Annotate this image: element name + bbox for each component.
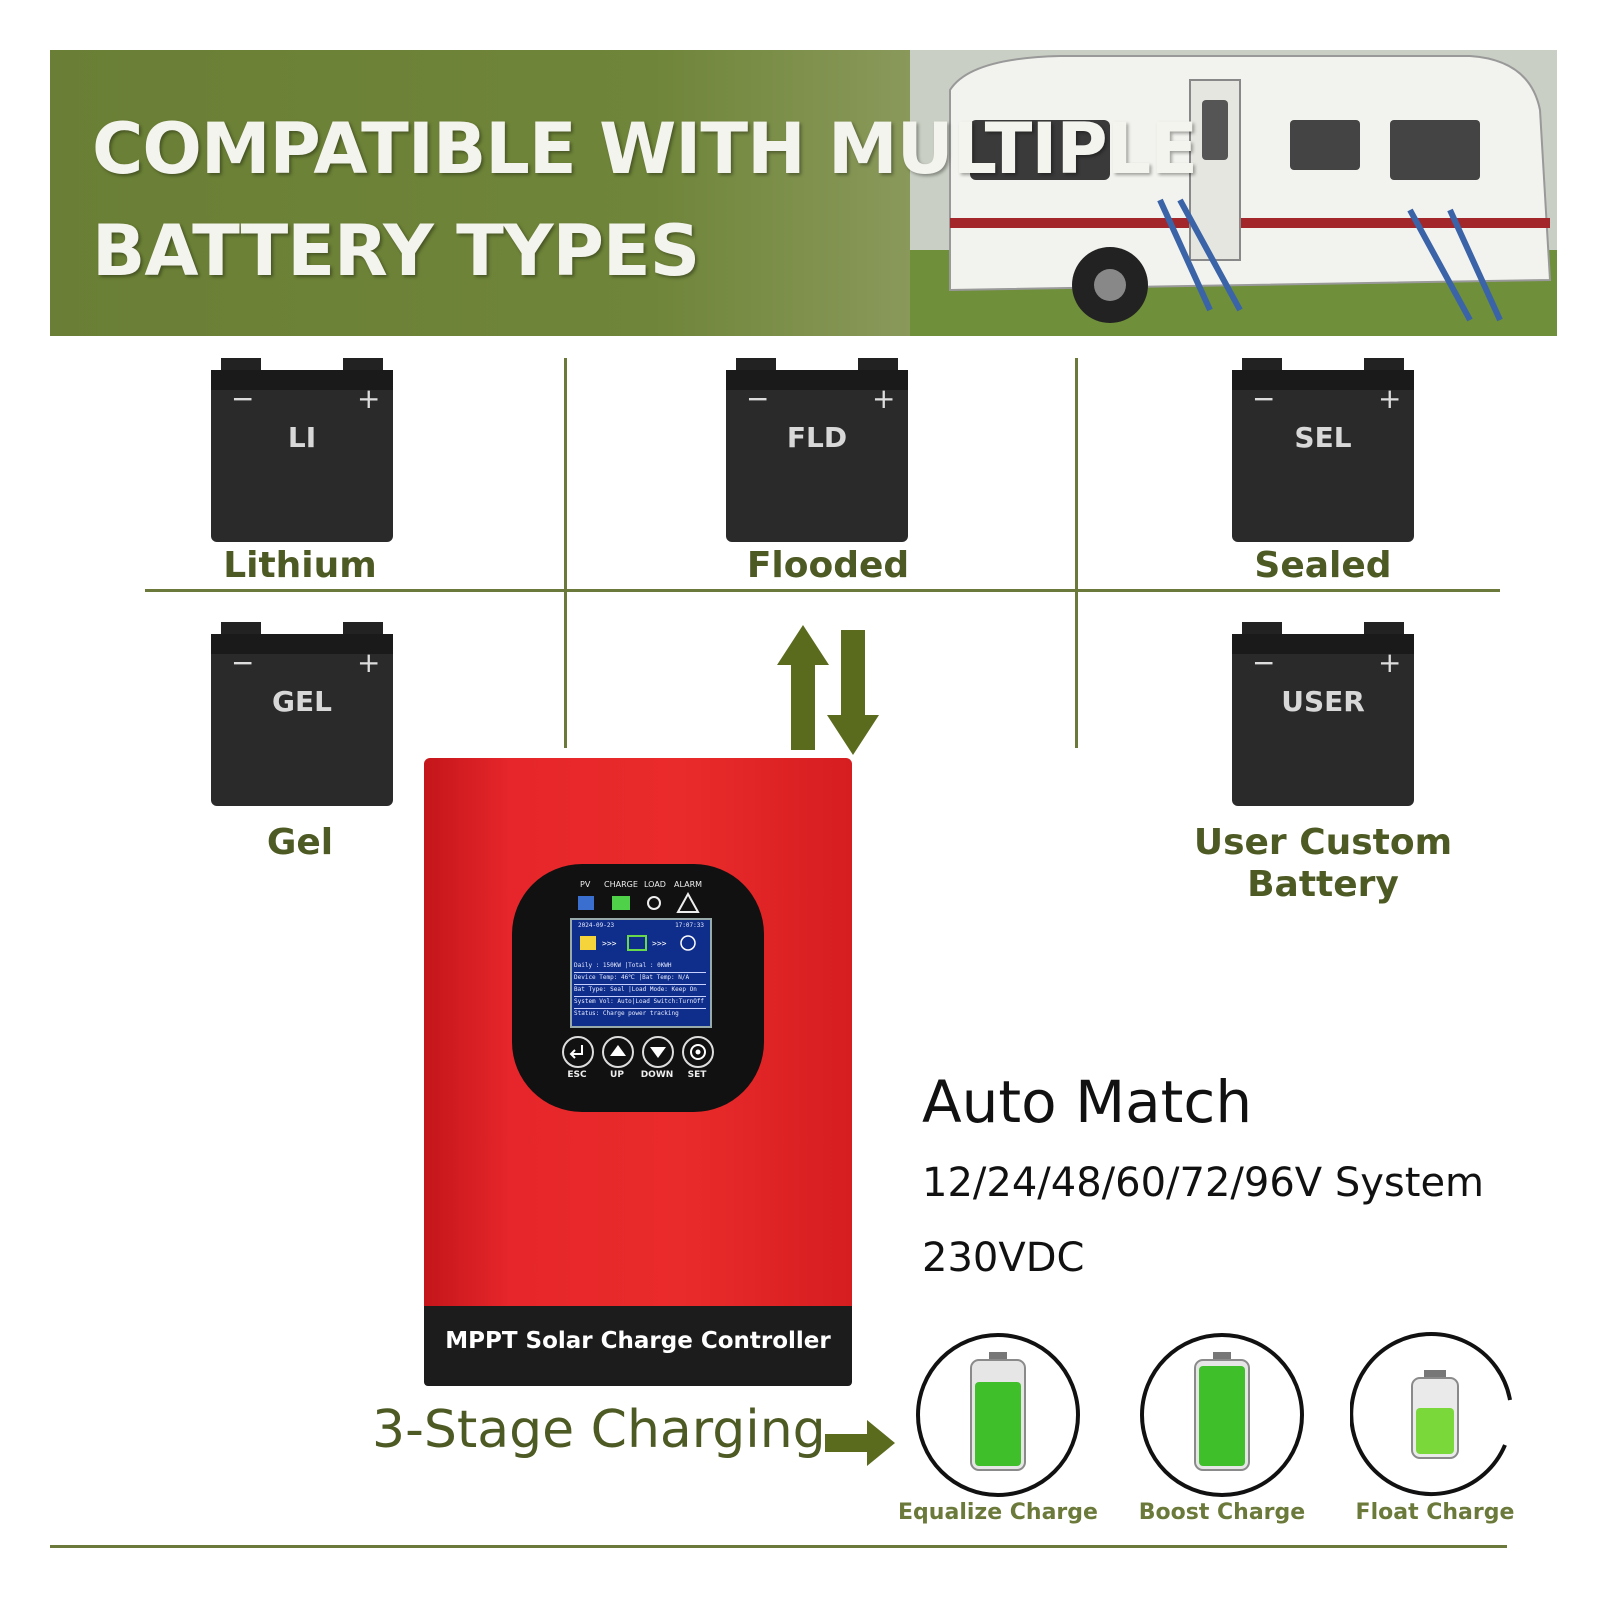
banner-title-line2: BATTERY TYPES [92, 210, 700, 292]
return-icon [569, 1045, 583, 1059]
svg-text:+: + [1378, 646, 1401, 679]
lcd-row: Bat Type: Seal |Load Mode: Keep On [574, 986, 706, 997]
battery-label-sealed: Sealed [1254, 545, 1392, 586]
svg-text:>>>: >>> [602, 939, 617, 948]
lcd-time: 17:07:33 [675, 922, 704, 929]
caravan-image [910, 50, 1557, 336]
down-label: DOWN [640, 1070, 674, 1080]
lcd-row: System Vol: Auto|Load Switch:TurnOff [574, 998, 706, 1009]
battery-icon: − + [1232, 358, 1414, 542]
auto-match-voltages: 12/24/48/60/72/96V System [922, 1160, 1485, 1206]
up-button[interactable] [602, 1036, 634, 1068]
battery-user: − + USER [1228, 620, 1418, 808]
footer-divider [50, 1545, 1507, 1548]
svg-text:−: − [231, 646, 254, 679]
battery-icon: − + [211, 358, 393, 542]
up-label: UP [610, 1070, 624, 1080]
battery-lithium: − + LI [207, 356, 397, 544]
grid-divider-right [1075, 358, 1078, 748]
stage-float-charge [1349, 1330, 1520, 1500]
banner-title-line1: COMPATIBLE WITH MULTIPLE [92, 108, 1198, 190]
auto-match-vdc: 230VDC [922, 1235, 1085, 1281]
battery-full-icon [1140, 1333, 1304, 1497]
triangle-up-icon [610, 1045, 626, 1056]
battery-code: SEL [1294, 421, 1352, 454]
battery-label-user-line1: User Custom [1193, 822, 1453, 863]
svg-text:+: + [1378, 382, 1401, 415]
lcd-date: 2024-09-23 [578, 922, 615, 929]
arrow-right-icon [825, 1420, 895, 1466]
grid-divider-horizontal [145, 589, 1500, 592]
pv-icon [578, 896, 594, 910]
button-glyphs [569, 1044, 706, 1060]
battery-icon: − + [1232, 622, 1414, 806]
battery-full-icon [916, 1333, 1080, 1497]
grid-divider-left [564, 358, 567, 748]
control-panel: PV CHARGE LOAD ALARM 2024-09-23 17:07:33 [512, 864, 764, 1112]
set-button[interactable] [682, 1036, 714, 1068]
svg-text:−: − [746, 382, 769, 415]
set-label: SET [687, 1070, 707, 1080]
battery-sealed: − + SEL [1228, 356, 1418, 544]
banner-title: COMPATIBLE WITH MULTIPLE BATTERY TYPES [92, 98, 1198, 302]
load-icon [647, 896, 661, 910]
svg-text:+: + [872, 382, 895, 415]
indicator-charge: CHARGE [604, 880, 638, 889]
battery-float-icon [1349, 1332, 1512, 1497]
gear-icon [690, 1044, 706, 1060]
banner: COMPATIBLE WITH MULTIPLE BATTERY TYPES [50, 50, 1557, 336]
esc-label: ESC [567, 1070, 587, 1080]
lcd-screen: 2024-09-23 17:07:33 >>> >>> Daily : 150K… [570, 918, 712, 1028]
charge-controller: PV CHARGE LOAD ALARM 2024-09-23 17:07:33 [424, 758, 852, 1386]
svg-text:+: + [357, 646, 380, 679]
battery-label-user: User Custom Battery [1173, 822, 1473, 906]
battery-label-user-line2: Battery [1247, 864, 1399, 905]
charging-title: 3-Stage Charging [372, 1400, 826, 1460]
battery-gel: − + GEL [207, 620, 397, 808]
alarm-icon [676, 892, 700, 913]
indicator-pv: PV [580, 880, 591, 889]
battery-icon: − + [726, 358, 908, 542]
battery-icon: − + [211, 622, 393, 806]
stage-label-boost: Boost Charge [1138, 1500, 1306, 1525]
svg-text:+: + [357, 382, 380, 415]
battery-label-flooded: Flooded [746, 545, 910, 586]
battery-flooded: − + FLD [722, 356, 912, 544]
lcd-row: Status: Charge power tracking [574, 1010, 679, 1017]
battery-label-gel: Gel [266, 822, 334, 863]
stage-label-equalize: Equalize Charge [898, 1500, 1098, 1525]
auto-match-title: Auto Match [922, 1068, 1253, 1136]
svg-text:−: − [1252, 382, 1275, 415]
battery-code: GEL [272, 685, 332, 718]
lcd-row: Device Temp: 46℃ |Bat Temp: N/A [574, 974, 706, 985]
controller-base: MPPT Solar Charge Controller [424, 1306, 852, 1386]
battery-code: USER [1281, 685, 1365, 718]
indicator-icons [578, 892, 700, 913]
indicator-alarm: ALARM [674, 880, 703, 889]
lcd-flow-graphic: >>> >>> [580, 935, 696, 951]
battery-code: LI [287, 421, 317, 454]
up-down-arrows-icon [777, 625, 879, 755]
svg-text:>>>: >>> [652, 939, 667, 948]
indicator-load: LOAD [644, 880, 666, 889]
stage-equalize-charge [913, 1330, 1083, 1500]
down-button[interactable] [642, 1036, 674, 1068]
svg-text:−: − [1252, 646, 1275, 679]
battery-label-lithium: Lithium [223, 545, 377, 586]
battery-code: FLD [786, 421, 848, 454]
svg-text:−: − [231, 382, 254, 415]
stage-boost-charge [1137, 1330, 1307, 1500]
triangle-down-icon [650, 1047, 666, 1058]
controller-base-label: MPPT Solar Charge Controller [445, 1328, 831, 1354]
charge-icon [612, 896, 630, 910]
stage-label-float: Float Charge [1355, 1500, 1515, 1525]
controller-body: PV CHARGE LOAD ALARM 2024-09-23 17:07:33 [424, 758, 852, 1306]
esc-button[interactable] [562, 1036, 594, 1068]
lcd-row: Daily : 150KW |Total : 0KWH [574, 962, 706, 973]
